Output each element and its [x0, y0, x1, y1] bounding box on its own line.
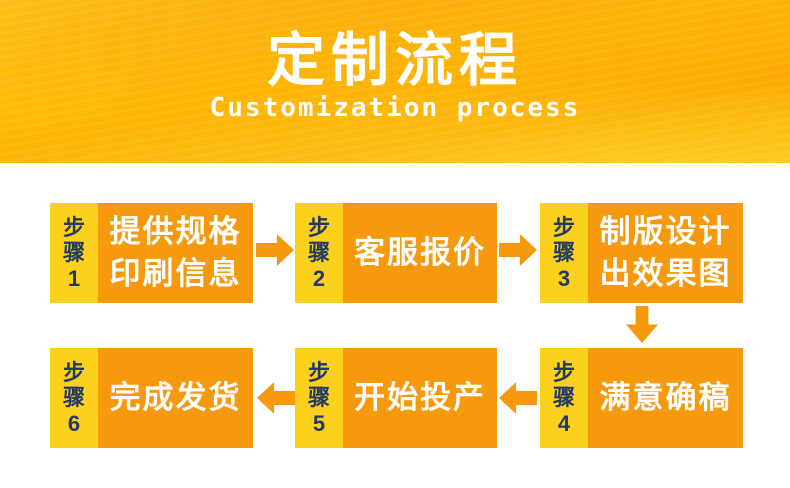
step-5-text-line-1: 开始投产	[354, 380, 486, 416]
arrow-left-icon	[257, 382, 295, 414]
step-1-description: 提供规格 印刷信息	[98, 203, 253, 303]
arrow-right-icon	[256, 234, 294, 266]
step-3-card: 步骤3 制版设计 出效果图	[540, 203, 743, 303]
page-subtitle: Customization process	[209, 93, 581, 123]
step-1-number-tab: 步骤1	[50, 203, 98, 303]
arrow-down-icon	[626, 306, 658, 343]
step-5-number-tab: 步骤5	[295, 348, 343, 448]
step-3-number-tab: 步骤3	[540, 203, 588, 303]
arrow-right-icon	[499, 234, 537, 266]
arrow-left-icon	[499, 382, 537, 414]
banner-texture-decoration	[0, 0, 790, 163]
step-5-description: 开始投产	[343, 348, 497, 448]
step-1-text-line-2: 印刷信息	[109, 256, 242, 291]
step-4-number-tab: 步骤4	[540, 348, 588, 448]
banner-text-group: 定制流程 Customization process	[0, 0, 790, 124]
step-5-card: 步骤5 开始投产	[295, 348, 497, 448]
page-title: 定制流程	[266, 28, 523, 93]
step-2-text-line-1: 客服报价	[354, 235, 486, 271]
step-3-text-line-2: 出效果图	[599, 256, 732, 291]
step-2-card: 步骤2 客服报价	[295, 203, 497, 303]
step-6-description: 完成发货	[98, 348, 253, 448]
step-4-card: 步骤4 满意确稿	[540, 348, 743, 448]
banner: 定制流程 Customization process	[0, 0, 790, 163]
step-1-text-line-1: 提供规格	[109, 214, 242, 250]
step-1-card: 步骤1 提供规格 印刷信息	[50, 203, 253, 303]
step-4-text-line-1: 满意确稿	[599, 380, 732, 416]
step-4-description: 满意确稿	[588, 348, 743, 448]
step-3-description: 制版设计 出效果图	[588, 203, 743, 303]
step-3-text-line-1: 制版设计	[599, 214, 732, 250]
step-2-description: 客服报价	[343, 203, 497, 303]
step-6-card: 步骤6 完成发货	[50, 348, 253, 448]
step-6-text-line-1: 完成发货	[109, 380, 242, 416]
step-6-number-tab: 步骤6	[50, 348, 98, 448]
step-2-number-tab: 步骤2	[295, 203, 343, 303]
